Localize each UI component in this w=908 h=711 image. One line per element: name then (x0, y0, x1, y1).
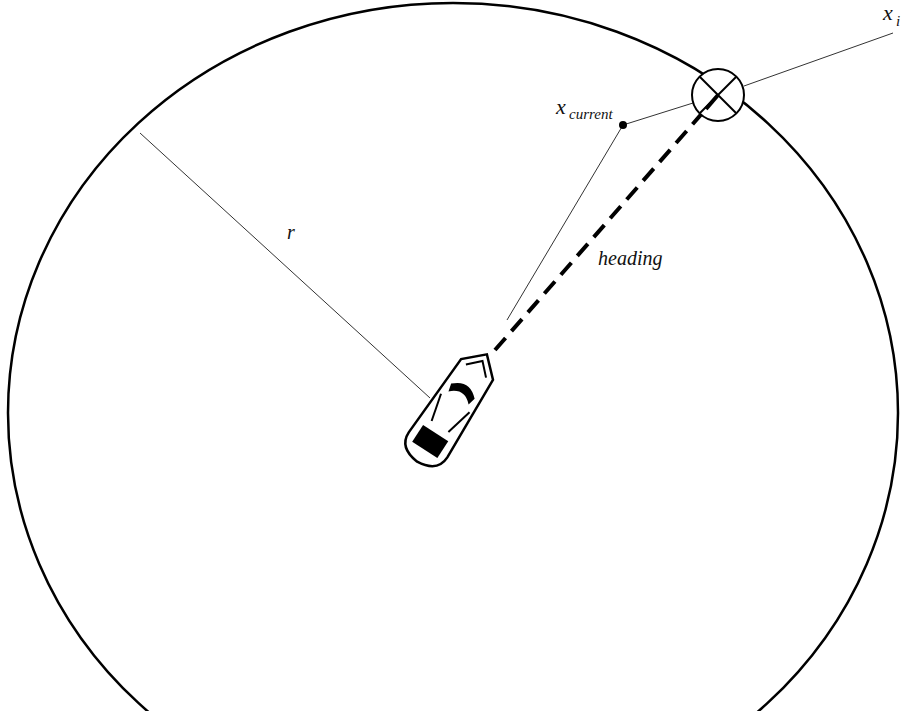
range-circle (8, 3, 898, 711)
subscript-index: current (569, 107, 613, 122)
side-rail (448, 408, 469, 435)
radius-label: r (287, 222, 295, 242)
current-line (507, 125, 623, 320)
bow-chevron (466, 354, 493, 377)
windshield (447, 378, 479, 406)
heading-tip (706, 95, 718, 109)
position-symbol: x (883, 2, 893, 24)
current-point (619, 121, 627, 129)
engine-block (412, 425, 448, 458)
position-symbol: x (556, 96, 566, 118)
target-extension-line (744, 33, 893, 86)
heading-line (495, 110, 705, 350)
radius-line (140, 133, 430, 398)
subscript-index: i (896, 14, 900, 29)
side-rail (426, 394, 447, 421)
current-to-target-line (623, 103, 693, 125)
boat-symbol (398, 342, 506, 474)
waypoint-cross (700, 77, 736, 113)
waypoint-marker (692, 69, 744, 121)
waypoint-circle (692, 69, 744, 121)
waypoint-cross (700, 77, 736, 113)
heading-label: heading (598, 248, 662, 268)
boat-hull (398, 342, 506, 474)
